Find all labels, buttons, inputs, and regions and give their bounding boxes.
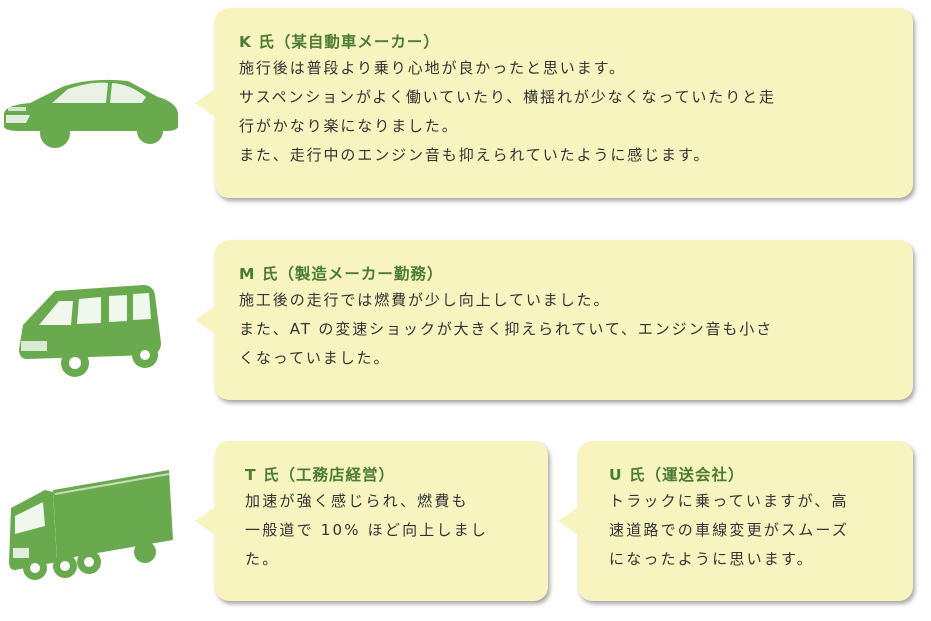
testimonial-line: 加速が強く感じられ、燃費も <box>245 492 469 510</box>
testimonial-title: K 氏（某自動車メーカー） <box>239 33 440 51</box>
minivan-icon <box>15 283 165 383</box>
testimonial-bubble-m: M 氏（製造メーカー勤務） 施工後の走行では燃費が少し向上していました。 また、… <box>195 240 913 400</box>
testimonial-title: M 氏（製造メーカー勤務） <box>239 265 444 283</box>
testimonial-line: た。 <box>245 550 280 568</box>
testimonial-line: くなっていました。 <box>239 349 391 367</box>
testimonial-bubble-t: T 氏（工務店経営） 加速が強く感じられ、燃費も 一般道で 10% ほど向上しま… <box>195 441 548 601</box>
testimonial-line: また、AT の変速ショックが大きく抑えられていて、エンジン音も小さ <box>239 320 774 338</box>
testimonial-line: になったように思います。 <box>609 550 814 568</box>
testimonial-line: トラックに乗っていますが、高 <box>609 492 849 510</box>
testimonial-line: 速道路での車線変更がスムーズ <box>609 521 850 539</box>
testimonial-title: T 氏（工務店経営） <box>245 466 395 484</box>
testimonial-line: 施行後は普段より乗り心地が良かったと思います。 <box>239 59 626 77</box>
testimonial-line: サスペンションがよく働いていたり、横揺れが少なくなっていたりと走 <box>239 88 776 106</box>
testimonial-bubble-k: K 氏（某自動車メーカー） 施行後は普段より乗り心地が良かったと思います。 サス… <box>195 8 913 198</box>
truck-icon <box>5 468 185 583</box>
sedan-car-icon <box>0 75 185 155</box>
testimonial-line: 施工後の走行では燃費が少し向上していました。 <box>239 291 611 309</box>
testimonial-title: U 氏（運送会社） <box>609 466 745 484</box>
testimonial-line: 一般道で 10% ほど向上しまし <box>245 521 489 539</box>
testimonial-bubble-u: U 氏（運送会社） トラックに乗っていますが、高 速道路での車線変更がスムーズ … <box>558 441 913 601</box>
testimonial-line: また、走行中のエンジン音も抑えられていたように感じます。 <box>239 146 711 164</box>
testimonial-line: 行がかなり楽になりました。 <box>239 117 459 135</box>
